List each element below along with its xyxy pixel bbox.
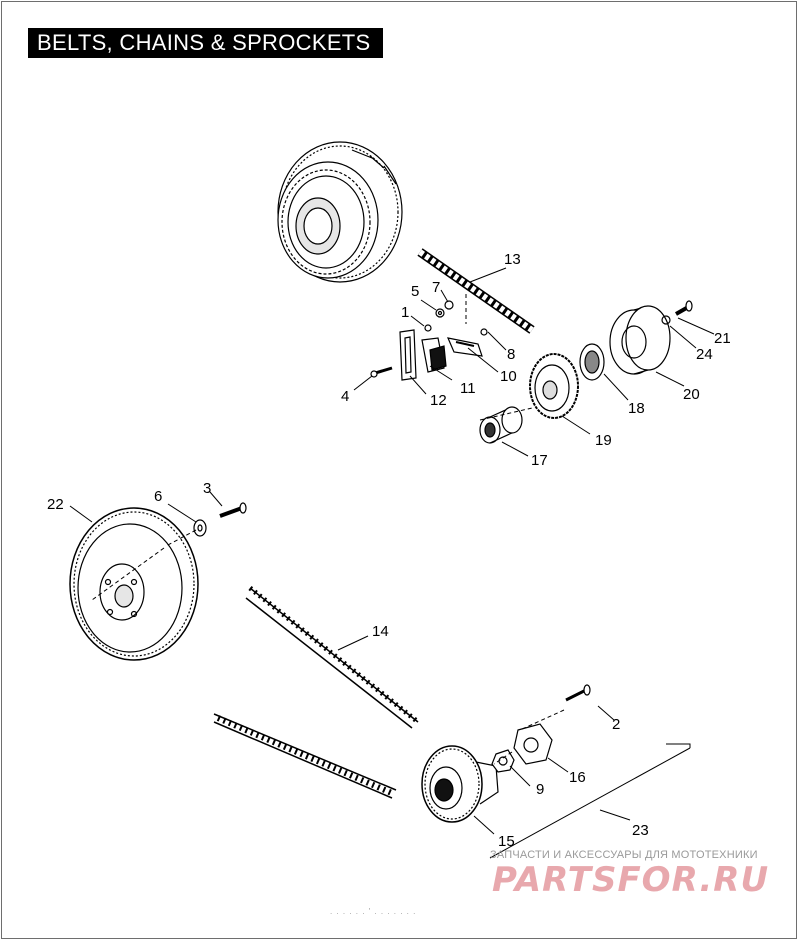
callout-1: 1 — [401, 304, 409, 321]
callout-leader-lines — [69, 267, 715, 859]
chain-adjuster — [399, 329, 483, 381]
rear-sprocket-pulley — [69, 507, 199, 661]
callout-17: 17 — [531, 452, 548, 469]
drive-belt — [213, 586, 420, 799]
callout-8: 8 — [507, 346, 515, 363]
callout-6: 6 — [154, 488, 162, 505]
callout-4: 4 — [341, 388, 349, 405]
callout-7: 7 — [432, 279, 440, 296]
callout-3: 3 — [203, 480, 211, 497]
small-hardware — [370, 300, 488, 378]
callout-15: 15 — [498, 833, 515, 850]
clutch-shell-assembly — [277, 141, 403, 283]
page-title: BELTS, CHAINS & SPROCKETS — [28, 28, 383, 58]
pulley-bolt-and-washer — [193, 502, 247, 537]
callout-18: 18 — [628, 400, 645, 417]
callout-23: 23 — [632, 822, 649, 839]
watermark-footer: . . . . . . ' . . . . . . . — [330, 907, 417, 916]
watermark-tagline: ЗАПЧАСТИ И АКСЕССУАРЫ ДЛЯ МОТОТЕХНИКИ — [490, 849, 758, 861]
callout-12: 12 — [430, 392, 447, 409]
callout-10: 10 — [500, 368, 517, 385]
callout-24: 24 — [696, 346, 713, 363]
callout-19: 19 — [595, 432, 612, 449]
primary-chain — [417, 248, 535, 334]
callout-13: 13 — [504, 251, 521, 268]
callout-14: 14 — [372, 623, 389, 640]
callout-20: 20 — [683, 386, 700, 403]
callout-9: 9 — [536, 781, 544, 798]
callout-22: 22 — [47, 496, 64, 513]
watermark-logo: PARTSFOR.RU — [492, 860, 770, 900]
callout-numbers: 1 2 3 4 5 6 7 8 9 10 11 12 13 14 15 16 1… — [47, 251, 731, 850]
compensating-sprocket-parts — [479, 300, 693, 444]
callout-11: 11 — [460, 380, 476, 397]
callout-16: 16 — [569, 769, 586, 786]
callout-5: 5 — [411, 283, 419, 300]
transmission-sprocket-assembly — [421, 684, 591, 823]
callout-21: 21 — [714, 330, 731, 347]
callout-2: 2 — [612, 716, 620, 733]
